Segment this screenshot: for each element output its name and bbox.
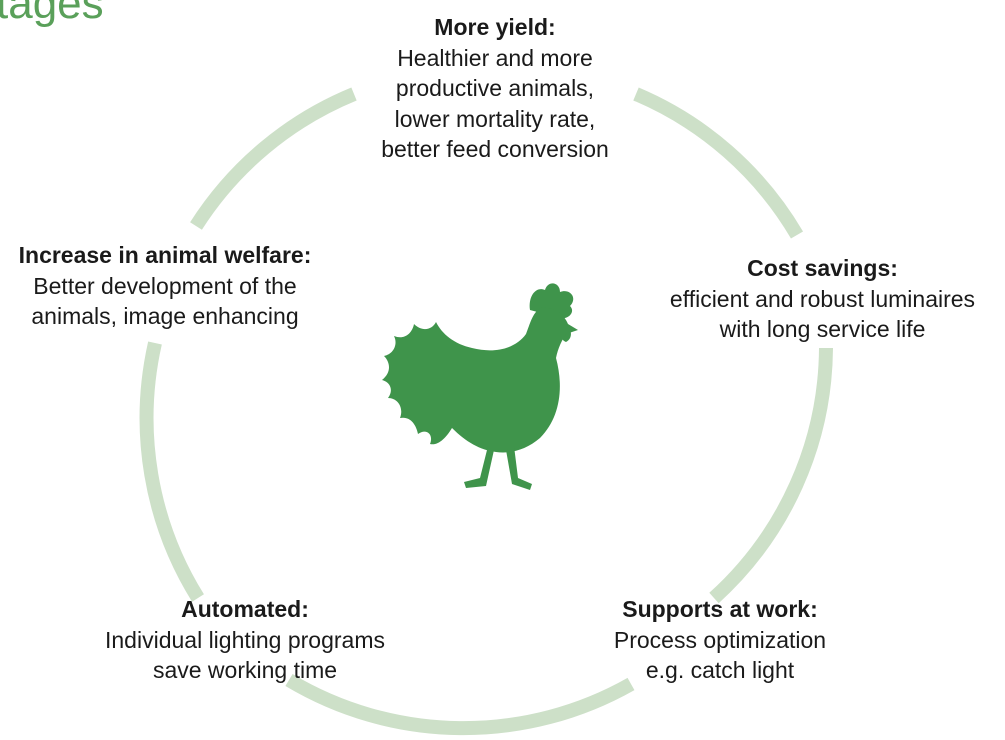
benefit-animal-welfare: Increase in animal welfare: Better devel… [0, 240, 330, 332]
benefit-heading: Automated: [181, 596, 309, 622]
benefit-text-line: e.g. catch light [645, 657, 795, 684]
benefit-text-line: efficient and robust luminaires [669, 285, 976, 312]
page-title: tages [0, 0, 104, 28]
benefit-text-line: Healthier and more [397, 44, 593, 71]
ring-arc-top-right [633, 87, 804, 239]
benefit-heading: More yield: [434, 14, 556, 40]
benefit-heading: Increase in animal welfare: [18, 242, 312, 268]
benefit-heading: Supports at work: [622, 596, 818, 622]
benefit-heading: Cost savings: [747, 255, 898, 281]
benefit-text-line: Better development of the [33, 272, 297, 299]
benefit-text-line: Process optimization [613, 626, 827, 653]
chicken-icon [382, 283, 578, 490]
benefit-cost-savings: Cost savings: efficient and robust lumin… [640, 253, 1005, 345]
ring-arc-left [139, 341, 204, 602]
benefit-more-yield: More yield: Healthier and more productiv… [350, 12, 640, 165]
ring-arc-right [709, 347, 833, 604]
benefit-text-line: save working time [152, 657, 338, 684]
benefit-text-line: with long service life [719, 316, 926, 343]
ring-arc-top-left [190, 87, 357, 230]
ring-arc-bottom [285, 673, 635, 736]
benefit-text-line: better feed conversion [381, 136, 609, 163]
benefit-supports-at-work: Supports at work: Process optimization e… [590, 594, 850, 686]
benefit-text-line: Individual lighting programs [105, 626, 385, 653]
benefit-text-line: lower mortality rate, [394, 105, 596, 132]
benefit-automated: Automated: Individual lighting programs … [80, 594, 410, 686]
benefit-text-line: productive animals, [395, 75, 595, 102]
benefit-text-line: animals, image enhancing [31, 303, 299, 330]
